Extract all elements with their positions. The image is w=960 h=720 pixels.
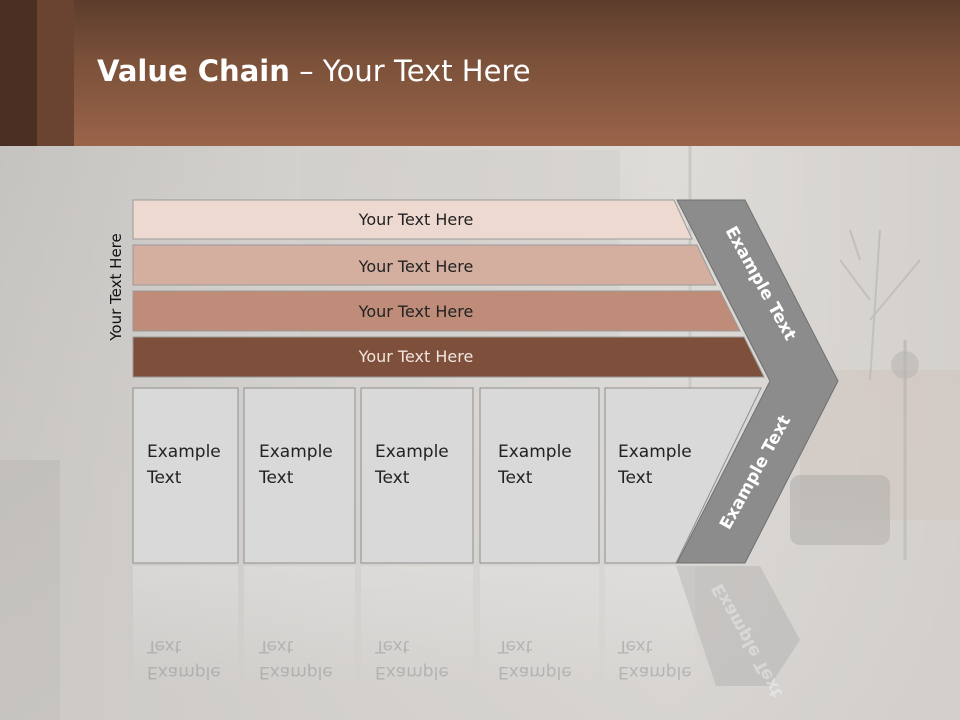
activity-box-5-reflection: Example Text bbox=[618, 633, 692, 685]
activity-box-5 bbox=[604, 387, 762, 564]
reflection bbox=[133, 566, 800, 686]
refl-5-line-1: Example bbox=[618, 662, 692, 682]
activity-box-2-reflection: Example Text bbox=[259, 633, 333, 685]
header-accent-mid bbox=[37, 0, 74, 146]
activity-box-2 bbox=[243, 387, 356, 564]
bar-4-label: Your Text Here bbox=[358, 347, 474, 366]
refl-3-line-2: Text bbox=[375, 636, 410, 656]
chevron-arrow bbox=[676, 199, 839, 564]
refl-4-line-2: Text bbox=[498, 636, 533, 656]
refl-1-line-2: Text bbox=[147, 636, 182, 656]
title-bold: Value Chain bbox=[97, 54, 290, 88]
box-4-line-1: Example bbox=[498, 442, 572, 462]
side-label: Your Text Here bbox=[107, 233, 125, 341]
slide-title: Value Chain – Your Text Here bbox=[97, 54, 531, 88]
bar-3-label: Your Text Here bbox=[358, 302, 474, 321]
refl-1-line-1: Example bbox=[147, 662, 221, 682]
activity-box-3-reflection: Example Text bbox=[375, 633, 449, 685]
box-2-line-2: Text bbox=[259, 468, 294, 488]
box-1-line-1: Example bbox=[147, 442, 221, 462]
bar-1 bbox=[132, 199, 693, 240]
box-5-line-1: Example bbox=[618, 442, 692, 462]
title-rest: – Your Text Here bbox=[289, 54, 531, 88]
box-3-line-1: Example bbox=[375, 442, 449, 462]
box-2-line-1: Example bbox=[259, 442, 333, 462]
refl-2-line-1: Example bbox=[259, 662, 333, 682]
bar-2 bbox=[132, 244, 717, 286]
activity-box-1-reflection: Example Text bbox=[147, 633, 221, 685]
box-1-line-2: Text bbox=[147, 468, 182, 488]
bar-3 bbox=[132, 290, 741, 332]
box-4-line-2: Text bbox=[498, 468, 533, 488]
activity-box-4 bbox=[479, 387, 600, 564]
bar-4 bbox=[132, 336, 765, 378]
box-3-line-2: Text bbox=[375, 468, 410, 488]
activity-box-1 bbox=[132, 387, 239, 564]
refl-4-line-1: Example bbox=[498, 662, 572, 682]
refl-3-line-1: Example bbox=[375, 662, 449, 682]
bar-2-label: Your Text Here bbox=[358, 257, 474, 276]
activity-box-3 bbox=[360, 387, 474, 564]
bar-1-label: Your Text Here bbox=[358, 210, 474, 229]
activity-box-4-reflection: Example Text bbox=[498, 633, 572, 685]
header-band bbox=[0, 0, 960, 146]
refl-2-line-2: Text bbox=[259, 636, 294, 656]
refl-5-line-2: Text bbox=[618, 636, 653, 656]
header-accent-dark bbox=[0, 0, 37, 146]
box-5-line-2: Text bbox=[618, 468, 653, 488]
